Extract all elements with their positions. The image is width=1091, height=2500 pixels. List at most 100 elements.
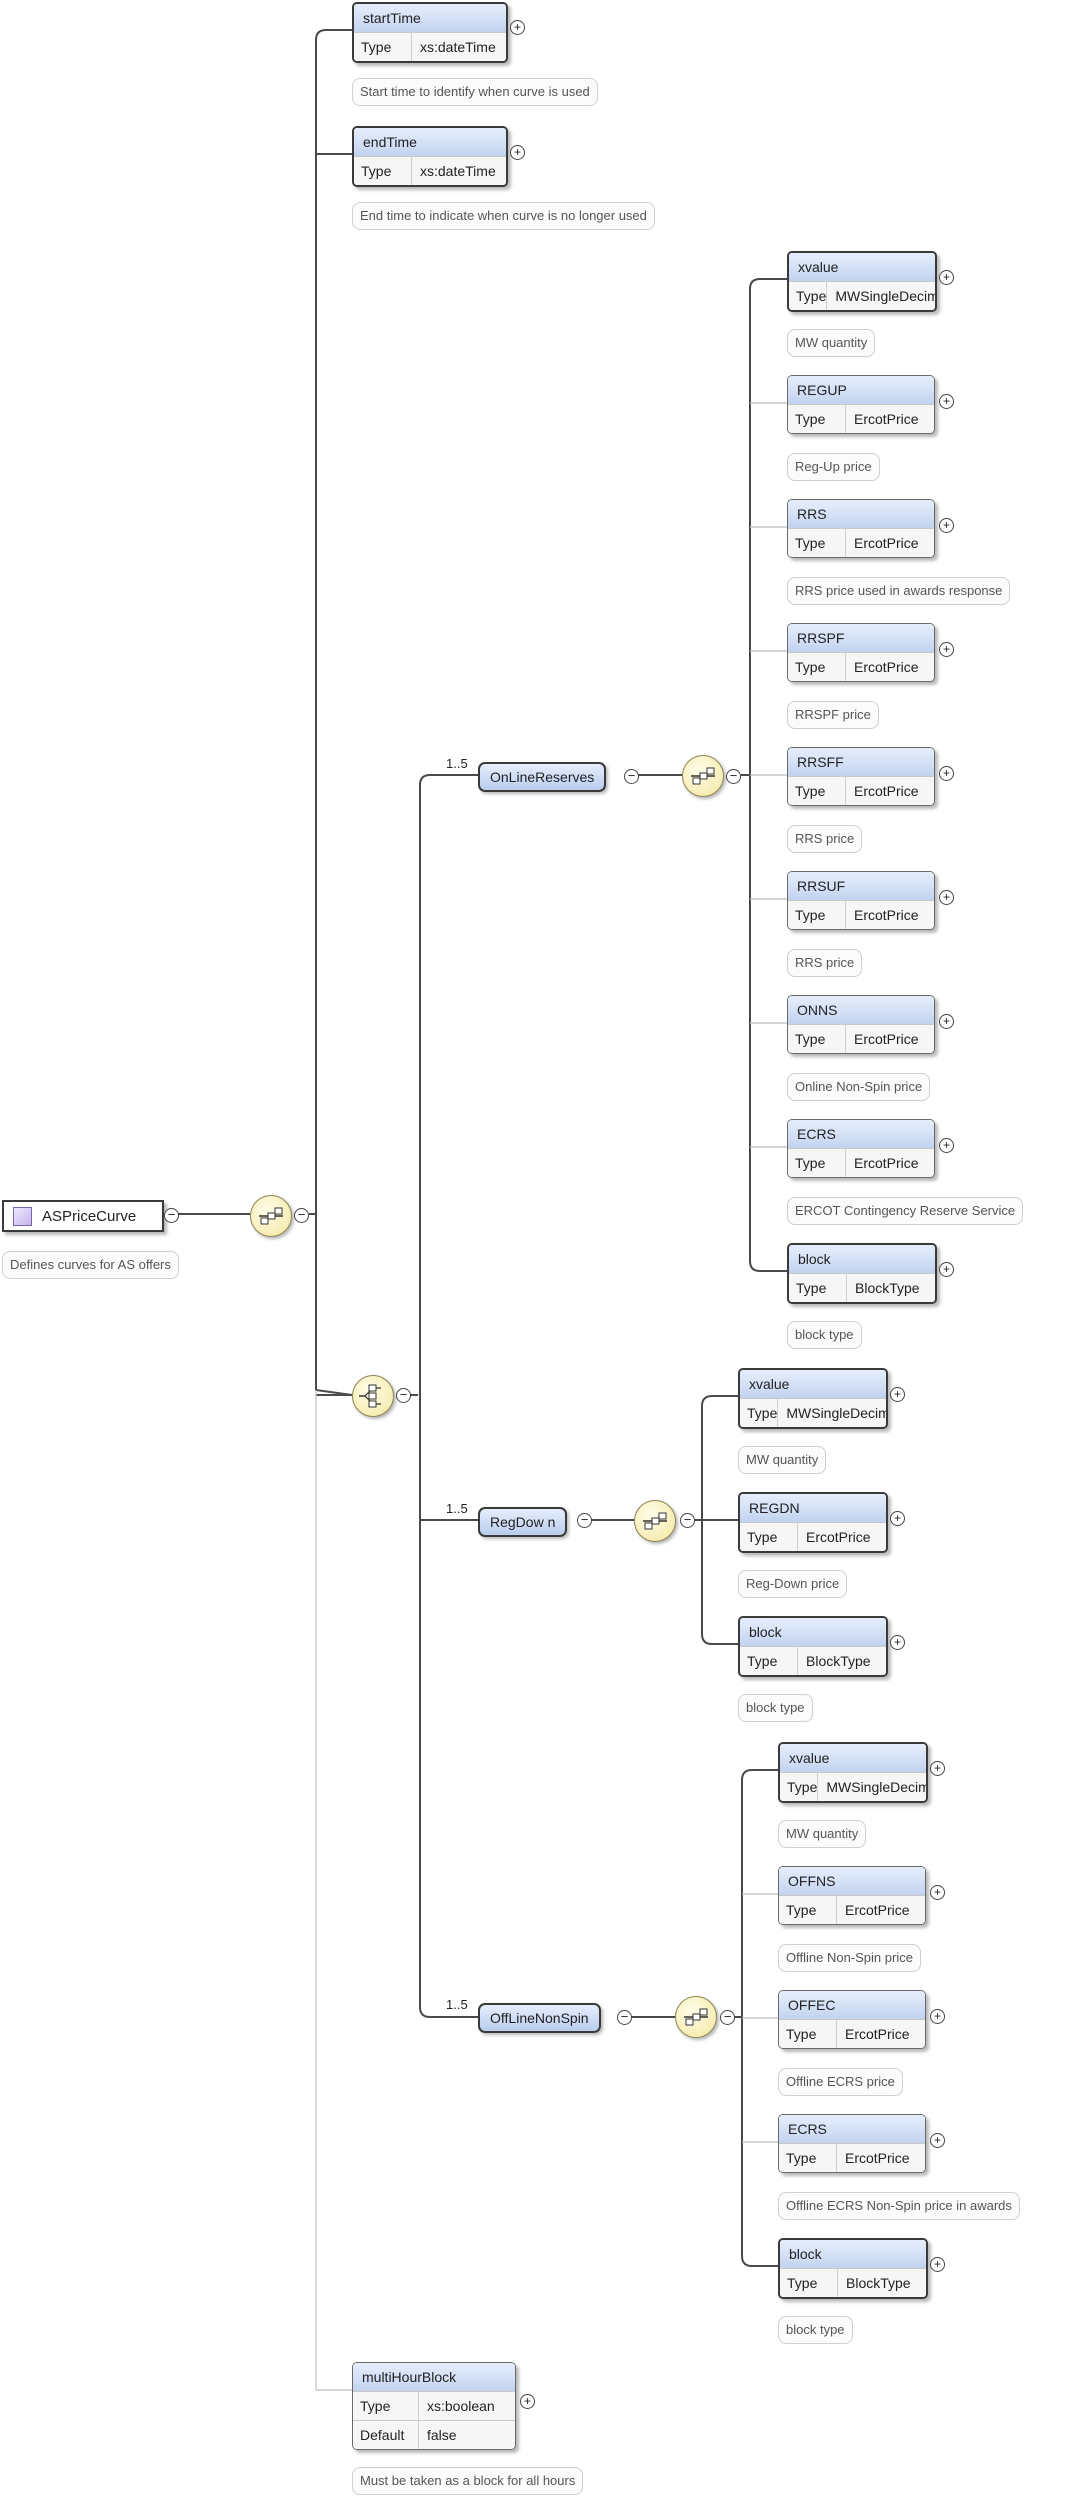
- collapse-icon[interactable]: −: [294, 1208, 309, 1223]
- annotation: Offline ECRS price: [778, 2068, 903, 2096]
- expand-icon[interactable]: +: [939, 1262, 954, 1277]
- type-value: ErcotPrice: [854, 535, 919, 551]
- expand-icon[interactable]: +: [510, 20, 525, 35]
- sequence-compositor-icon[interactable]: [682, 755, 724, 797]
- element-name: REGUP: [788, 376, 934, 404]
- expand-icon[interactable]: +: [939, 1138, 954, 1153]
- expand-icon[interactable]: +: [930, 2009, 945, 2024]
- expand-icon[interactable]: +: [930, 2257, 945, 2272]
- annotation: End time to indicate when curve is no lo…: [352, 202, 655, 230]
- sequence-glyph: [643, 1512, 667, 1530]
- type-label: Type: [789, 1274, 847, 1302]
- collapse-icon[interactable]: −: [720, 2010, 735, 2025]
- expand-icon[interactable]: +: [939, 890, 954, 905]
- expand-icon[interactable]: +: [930, 1761, 945, 1776]
- type-value: ErcotPrice: [854, 1031, 919, 1047]
- choice-glyph: [359, 1384, 381, 1408]
- annotation: Offline ECRS Non-Spin price in awards: [778, 2192, 1020, 2220]
- expand-icon[interactable]: +: [939, 518, 954, 533]
- collapse-icon[interactable]: −: [396, 1388, 411, 1403]
- type-value: ErcotPrice: [854, 907, 919, 923]
- type-value: MWSingleDecimal: [826, 1779, 926, 1795]
- element-name: OFFEC: [779, 1991, 925, 2019]
- expand-icon[interactable]: +: [930, 1885, 945, 1900]
- expand-icon[interactable]: +: [890, 1387, 905, 1402]
- occurrence-label: 1..5: [446, 1997, 468, 2012]
- collapse-icon[interactable]: −: [726, 769, 741, 784]
- type-label: Type: [354, 33, 412, 61]
- type-label: Type: [740, 1647, 798, 1675]
- expand-icon[interactable]: +: [939, 270, 954, 285]
- type-label: Type: [780, 2269, 838, 2297]
- sequence-compositor-icon[interactable]: [250, 1195, 292, 1237]
- sequence-compositor-icon[interactable]: [675, 1996, 717, 2038]
- choice-compositor-icon[interactable]: [352, 1375, 394, 1417]
- type-value: BlockType: [846, 2275, 911, 2291]
- type-label: Type: [789, 282, 828, 310]
- expand-icon[interactable]: +: [890, 1511, 905, 1526]
- expand-icon[interactable]: +: [930, 2133, 945, 2148]
- element-OffLineNonSpin[interactable]: OffLineNonSpin: [478, 2003, 601, 2033]
- annotation: MW quantity: [778, 1820, 867, 1848]
- sequence-glyph: [259, 1207, 283, 1225]
- collapse-icon[interactable]: −: [624, 769, 639, 784]
- element-OnLineReserves[interactable]: OnLineReserves: [478, 762, 607, 792]
- annotation: Reg-Up price: [787, 453, 880, 481]
- element-name: endTime: [354, 128, 506, 156]
- root-element-name: ASPriceCurve: [42, 1207, 137, 1225]
- occurrence-label: 1..5: [446, 1501, 468, 1516]
- type-label: Type: [740, 1399, 779, 1427]
- expand-icon[interactable]: +: [939, 642, 954, 657]
- expand-icon[interactable]: +: [939, 1014, 954, 1029]
- type-value: ErcotPrice: [854, 783, 919, 799]
- collapse-icon[interactable]: −: [164, 1208, 179, 1223]
- type-label: Type: [788, 1149, 846, 1177]
- connector-line: [315, 29, 353, 1396]
- collapse-icon[interactable]: −: [617, 2010, 632, 2025]
- type-value: MWSingleDecimal: [786, 1405, 886, 1421]
- element-name: block: [740, 1618, 886, 1646]
- annotation: ERCOT Contingency Reserve Service: [787, 1197, 1024, 1225]
- collapse-icon[interactable]: −: [680, 1513, 695, 1528]
- element-name: RRSFF: [788, 748, 934, 776]
- element-name: xvalue: [789, 253, 935, 281]
- expand-icon[interactable]: +: [939, 394, 954, 409]
- collapse-icon[interactable]: −: [577, 1513, 592, 1528]
- element-name: ECRS: [788, 1120, 934, 1148]
- element-RegDown[interactable]: RegDow n: [478, 1507, 568, 1537]
- expand-icon[interactable]: +: [520, 2394, 535, 2409]
- element-name: startTime: [354, 4, 506, 32]
- root-element[interactable]: ASPriceCurve: [2, 1200, 164, 1232]
- annotation: RRS price used in awards response: [787, 577, 1011, 605]
- sequence-compositor-icon[interactable]: [634, 1500, 676, 1542]
- type-value: ErcotPrice: [845, 1902, 910, 1918]
- sequence-glyph: [691, 767, 715, 785]
- element-xvalue[interactable]: xvalueTypeMWSingleDecimal: [738, 1368, 888, 1429]
- expand-icon[interactable]: +: [890, 1635, 905, 1650]
- expand-icon[interactable]: +: [510, 145, 525, 160]
- element-xvalue[interactable]: xvalueTypeMWSingleDecimal: [787, 251, 937, 312]
- element-name: RRSUF: [788, 872, 934, 900]
- element-xvalue[interactable]: xvalueTypeMWSingleDecimal: [778, 1742, 928, 1803]
- type-value: ErcotPrice: [845, 2150, 910, 2166]
- expand-icon[interactable]: +: [939, 766, 954, 781]
- annotation: RRSPF price: [787, 701, 879, 729]
- annotation: Online Non-Spin price: [787, 1073, 931, 1101]
